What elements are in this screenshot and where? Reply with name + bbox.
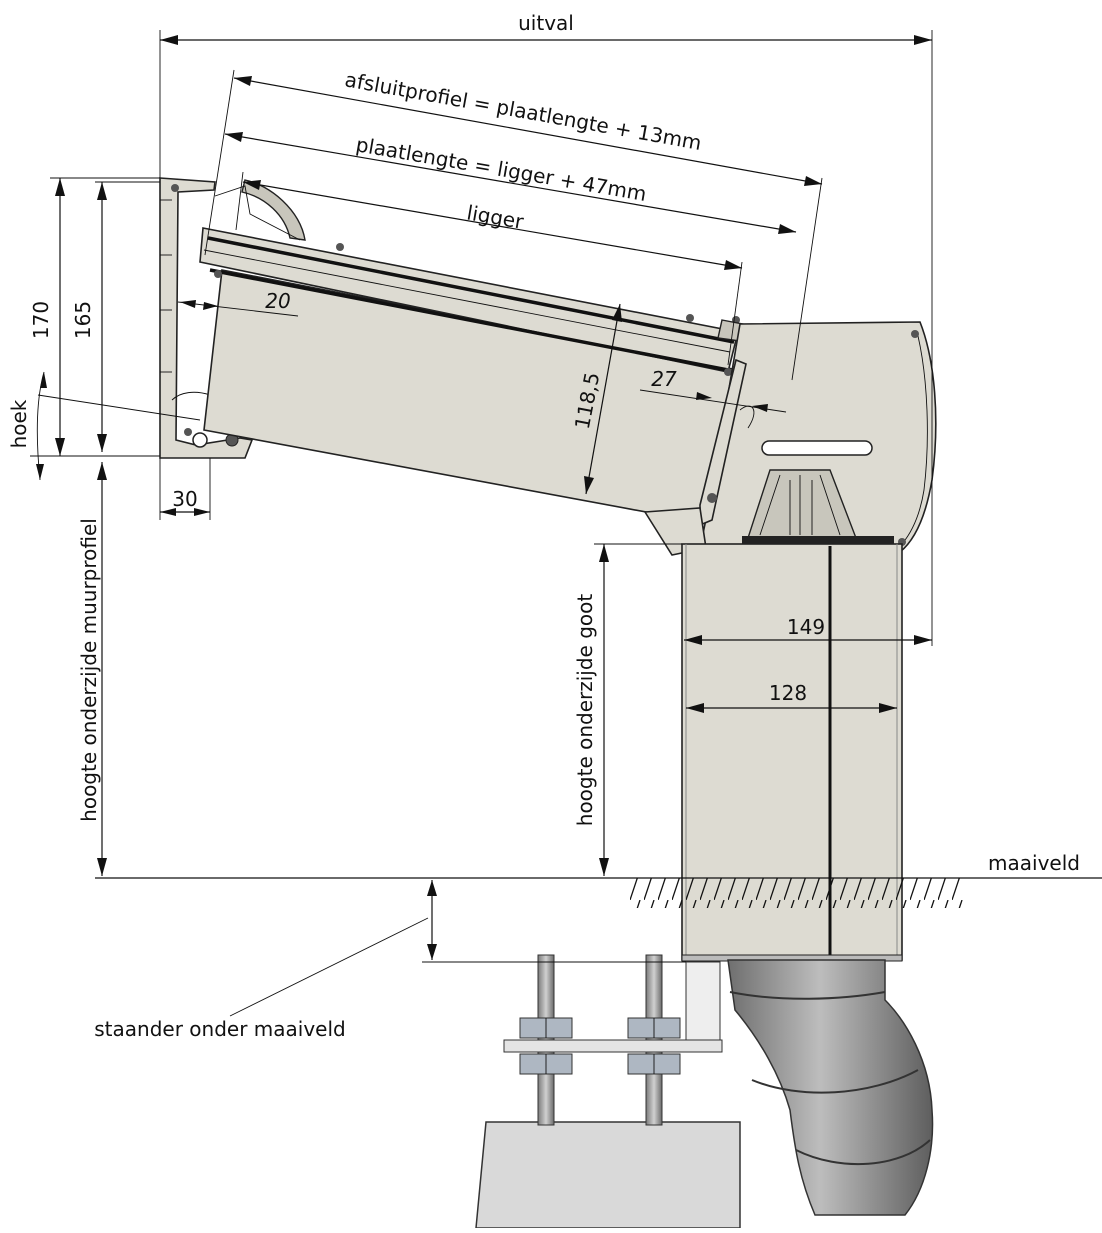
dimension-27: 27 bbox=[639, 367, 787, 413]
label-30: 30 bbox=[172, 487, 197, 511]
label-staander: staander onder maaiveld bbox=[94, 1017, 345, 1041]
dimension-149: 149 bbox=[684, 615, 932, 645]
dimension-170: 170 bbox=[29, 177, 160, 457]
label-165: 165 bbox=[71, 301, 95, 339]
ligger-beam bbox=[199, 227, 740, 523]
dimension-uitval: uitval bbox=[159, 11, 933, 646]
dimension-20: 20 bbox=[177, 289, 299, 317]
label-uitval: uitval bbox=[518, 11, 574, 35]
ground-level bbox=[95, 877, 1102, 908]
dimension-muurprofiel-height: hoogte onderzijde muurprofiel bbox=[77, 462, 107, 876]
label-27: 27 bbox=[651, 367, 677, 391]
label-ligger: ligger bbox=[465, 200, 526, 233]
label-muurprofiel: hoogte onderzijde muurprofiel bbox=[77, 518, 101, 822]
dimension-staander: staander onder maaiveld bbox=[94, 880, 686, 1041]
label-170: 170 bbox=[29, 301, 53, 339]
dimension-30: 30 bbox=[159, 458, 211, 520]
label-maaiveld: maaiveld bbox=[988, 851, 1080, 875]
downpipe bbox=[727, 959, 934, 1216]
foundation bbox=[475, 954, 741, 1229]
dimension-hoek: hoek bbox=[7, 371, 201, 481]
gutter bbox=[699, 321, 937, 553]
dimension-goot-height: hoogte onderzijde goot bbox=[573, 543, 682, 876]
label-20: 20 bbox=[265, 289, 290, 313]
dimension-128: 128 bbox=[686, 681, 897, 713]
label-149: 149 bbox=[787, 615, 825, 639]
label-plaatlengte: plaatlengte = ligger + 47mm bbox=[354, 132, 648, 206]
label-128: 128 bbox=[769, 681, 807, 705]
label-hoek: hoek bbox=[7, 399, 31, 448]
label-goot: hoogte onderzijde goot bbox=[573, 594, 597, 827]
dimension-165: 165 bbox=[71, 181, 160, 452]
wall-profile bbox=[159, 177, 306, 459]
